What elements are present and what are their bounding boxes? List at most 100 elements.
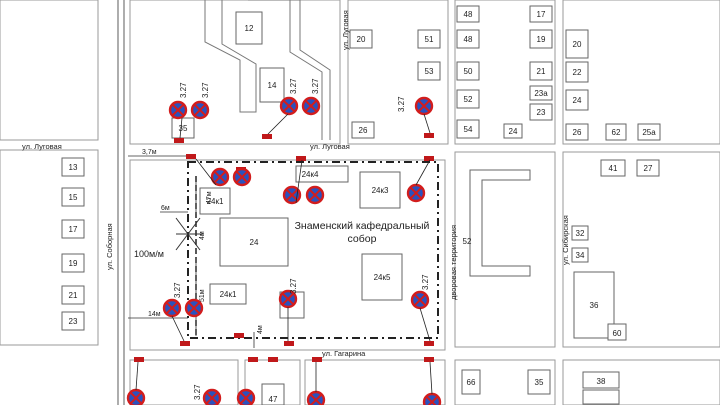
dim-4m: 4м bbox=[199, 231, 206, 240]
svg-text:3.27: 3.27 bbox=[289, 78, 298, 94]
svg-text:23: 23 bbox=[69, 317, 78, 326]
building-52-complex bbox=[469, 169, 531, 277]
svg-text:24: 24 bbox=[573, 96, 582, 105]
building-14 bbox=[259, 67, 285, 103]
street-label-sibirskaya: ул. Сибирская bbox=[561, 215, 570, 265]
svg-text:3.27: 3.27 bbox=[173, 282, 182, 298]
no-stopping-sign-icon bbox=[126, 388, 146, 405]
svg-text:17: 17 bbox=[69, 225, 78, 234]
no-stopping-sign-icon bbox=[162, 298, 182, 318]
svg-text:60: 60 bbox=[613, 329, 622, 338]
cathedral-title-line2: собор bbox=[348, 233, 377, 245]
svg-text:23: 23 bbox=[537, 108, 546, 117]
svg-text:17: 17 bbox=[537, 10, 546, 19]
svg-text:3.27: 3.27 bbox=[193, 384, 202, 400]
svg-text:3.27: 3.27 bbox=[397, 96, 406, 112]
no-stopping-sign-icon bbox=[305, 185, 325, 205]
dim-4m-bottom: 4м bbox=[257, 325, 264, 334]
svg-text:27: 27 bbox=[644, 164, 653, 173]
svg-text:20: 20 bbox=[573, 40, 582, 49]
svg-text:52: 52 bbox=[464, 95, 473, 104]
block-top-center bbox=[129, 0, 341, 145]
no-stopping-sign-icon bbox=[301, 96, 321, 116]
no-stopping-sign-icon bbox=[414, 96, 434, 116]
svg-text:38: 38 bbox=[597, 377, 606, 386]
svg-text:35: 35 bbox=[535, 378, 544, 387]
svg-text:47: 47 bbox=[269, 395, 278, 404]
block-top-right2 bbox=[562, 0, 720, 145]
no-stopping-sign-icon bbox=[232, 167, 252, 187]
svg-text:52: 52 bbox=[463, 237, 472, 246]
dim-6m: 6м bbox=[161, 205, 170, 212]
sign-pointers bbox=[135, 113, 433, 395]
svg-text:26: 26 bbox=[573, 128, 582, 137]
svg-text:51: 51 bbox=[425, 35, 434, 44]
no-stopping-sign-icon bbox=[406, 183, 426, 203]
street-label-lugovaya-top: ул. Луговая bbox=[310, 142, 350, 151]
svg-text:23а: 23а bbox=[534, 89, 548, 98]
svg-text:20: 20 bbox=[357, 35, 366, 44]
svg-text:25а: 25а bbox=[642, 128, 656, 137]
svg-text:24к1: 24к1 bbox=[207, 197, 224, 206]
svg-text:35: 35 bbox=[179, 124, 188, 133]
site-boundary bbox=[187, 161, 439, 339]
building-labels: 12 14 20 51 53 48 48 50 52 54 17 19 21 2… bbox=[69, 10, 657, 404]
svg-text:3.27: 3.27 bbox=[311, 78, 320, 94]
svg-text:3.27: 3.27 bbox=[201, 82, 210, 98]
svg-text:53: 53 bbox=[425, 67, 434, 76]
sign-labels: 3.27 3.27 3.27 3.27 3.27 3.27 3.27 3.27 … bbox=[173, 78, 430, 400]
no-stopping-sign-icon bbox=[202, 388, 222, 405]
svg-text:54: 54 bbox=[464, 125, 473, 134]
street-label-sobornaya: ул. Соборная bbox=[105, 223, 114, 270]
no-stopping-sign-icon bbox=[422, 392, 442, 405]
no-stopping-sign-icon bbox=[236, 388, 256, 405]
dim-14m: 14м bbox=[148, 311, 161, 318]
svg-text:12: 12 bbox=[245, 24, 254, 33]
svg-text:3.27: 3.27 bbox=[179, 82, 188, 98]
dim-51m: 51м bbox=[199, 289, 206, 302]
svg-text:21: 21 bbox=[69, 291, 78, 300]
svg-text:48: 48 bbox=[464, 35, 473, 44]
block-bottom1 bbox=[129, 359, 239, 405]
svg-text:34: 34 bbox=[576, 251, 585, 260]
svg-text:19: 19 bbox=[537, 35, 546, 44]
svg-text:24к5: 24к5 bbox=[374, 273, 391, 282]
svg-text:26: 26 bbox=[359, 126, 368, 135]
no-stopping-sign-icon bbox=[306, 390, 326, 405]
cathedral-title-line1: Знаменский кафедральный bbox=[295, 220, 430, 232]
svg-text:19: 19 bbox=[69, 259, 78, 268]
svg-text:48: 48 bbox=[464, 10, 473, 19]
block-top-left bbox=[0, 0, 99, 141]
street-label-lugovaya-vertical: ул. Луговая bbox=[341, 10, 350, 50]
svg-text:36: 36 bbox=[590, 301, 599, 310]
crane-icon bbox=[175, 217, 204, 251]
dim-3-7m: 3,7м bbox=[142, 149, 157, 156]
svg-text:24к3: 24к3 bbox=[372, 186, 389, 195]
svg-text:24к1: 24к1 bbox=[220, 290, 237, 299]
svg-text:62: 62 bbox=[612, 128, 621, 137]
svg-text:3.27: 3.27 bbox=[421, 274, 430, 290]
svg-text:24: 24 bbox=[509, 127, 518, 136]
no-stopping-sign-icon bbox=[190, 100, 210, 120]
svg-text:24: 24 bbox=[250, 238, 259, 247]
svg-text:14: 14 bbox=[268, 81, 277, 90]
street-label-lugovaya-left: ул. Луговая bbox=[22, 142, 62, 151]
street-label-dvorovaya: дворовая территория bbox=[449, 225, 458, 300]
building-12 bbox=[235, 11, 263, 45]
svg-text:21: 21 bbox=[537, 67, 546, 76]
no-stopping-sign-icon bbox=[279, 96, 299, 116]
dimension-lines bbox=[128, 155, 255, 348]
svg-text:24к4: 24к4 bbox=[302, 170, 319, 179]
svg-text:3.27: 3.27 bbox=[289, 278, 298, 294]
no-stopping-sign-icon bbox=[410, 290, 430, 310]
park-outline bbox=[204, 0, 331, 140]
svg-text:32: 32 bbox=[576, 229, 585, 238]
no-stopping-sign-icon bbox=[184, 298, 204, 318]
svg-text:66: 66 bbox=[467, 378, 476, 387]
svg-text:15: 15 bbox=[69, 193, 78, 202]
svg-text:13: 13 bbox=[69, 163, 78, 172]
block-bottom3 bbox=[304, 359, 446, 405]
dim-47m: 47м bbox=[206, 191, 213, 204]
